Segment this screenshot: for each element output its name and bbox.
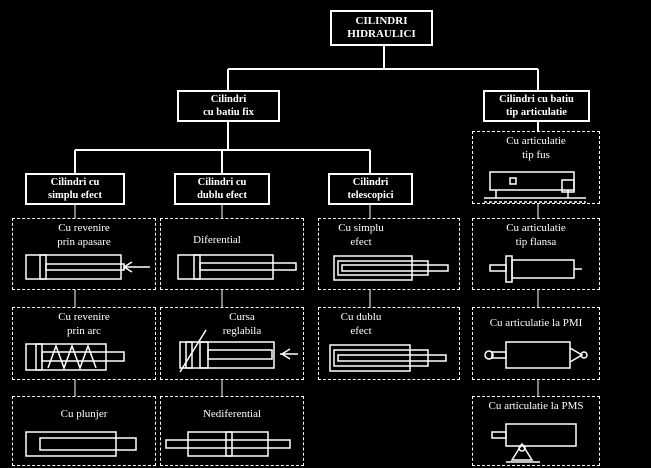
node-simplu-efect: Cilindri cu simplu efect — [25, 173, 125, 205]
node-telescopici: Cilindri telescopici — [328, 173, 413, 205]
cylinder-apasare-icon — [25, 254, 150, 280]
cylinder-nediferential-icon — [165, 431, 291, 457]
item-revenire-arc-line1: Cu revenire — [58, 311, 110, 323]
item-cursa-reglabila-line2: reglabila — [222, 325, 262, 337]
item-revenire-arc: Cu revenire prin arc — [12, 307, 156, 380]
item-cursa-reglabila: Cursa reglabila — [160, 307, 304, 380]
node-telescopici-line1: Cilindri — [352, 177, 389, 188]
item-articulatie-flansa: Cu articulatie tip flansa — [472, 218, 600, 290]
node-batiu-articulatie: Cilindri cu batiu tip articulatie — [483, 90, 590, 122]
node-batiu-fix-line2: cu batiu fix — [203, 107, 254, 118]
cylinder-articulatie-fus-icon — [484, 171, 586, 203]
item-diferential: Diferential — [160, 218, 304, 290]
item-revenire-arc-line2: prin arc — [67, 325, 101, 337]
item-diferential-line1: Diferential — [193, 234, 241, 246]
cylinder-articulatie-pms-icon — [491, 423, 577, 463]
node-dublu-efect: Cilindri cu dublu efect — [174, 173, 270, 205]
cylinder-arc-icon — [25, 343, 125, 371]
item-articulatie-fus-line2: tip fus — [522, 149, 550, 161]
item-telescop-dublu-line1: Cu dublu — [340, 311, 382, 323]
item-articulatie-pms-line1: Cu articulatie la PMS — [488, 400, 584, 412]
item-telescop-simplu-line2: efect — [350, 236, 372, 248]
node-batiu-articulatie-line2: tip articulatie — [506, 107, 567, 118]
item-articulatie-pmi-line1: Cu articulatie la PMI — [489, 317, 583, 329]
node-dublu-efect-line1: Cilindri cu — [197, 177, 247, 188]
root-line2: HIDRAULICI — [347, 28, 416, 40]
cylinder-plunjer-icon — [25, 431, 137, 457]
item-revenire-apasare: Cu revenire prin apasare — [12, 218, 156, 290]
item-nediferential: Nediferential — [160, 396, 304, 466]
item-cursa-reglabila-line1: Cursa — [229, 311, 255, 323]
cylinder-articulatie-flansa-icon — [489, 255, 582, 283]
item-nediferential-line1: Nediferential — [202, 408, 262, 420]
item-articulatie-fus: Cu articulatie tip fus — [472, 131, 600, 204]
node-batiu-articulatie-line1: Cilindri cu batiu — [499, 94, 574, 105]
node-batiu-fix-line1: Cilindri — [210, 94, 247, 105]
item-plunjer: Cu plunjer — [12, 396, 156, 466]
node-simplu-efect-line1: Cilindri cu — [50, 177, 100, 188]
item-articulatie-pmi: Cu articulatie la PMI — [472, 307, 600, 380]
node-telescopici-line2: telescopici — [347, 190, 394, 201]
node-dublu-efect-line2: dublu efect — [197, 190, 247, 201]
node-simplu-efect-line2: simplu efect — [48, 190, 102, 201]
item-articulatie-fus-line1: Cu articulatie — [506, 135, 566, 147]
item-plunjer-line1: Cu plunjer — [60, 408, 108, 420]
item-telescop-simplu: Cu simplu efect — [318, 218, 460, 290]
cylinder-cursa-reglabila-icon — [179, 329, 298, 373]
cylinder-diferential-icon — [177, 254, 297, 280]
cylinder-telescop-simplu-icon — [333, 255, 449, 281]
root-node: CILINDRI HIDRAULICI — [330, 10, 433, 46]
item-articulatie-flansa-line1: Cu articulatie — [506, 222, 566, 234]
item-revenire-apasare-line2: prin apasare — [57, 236, 111, 248]
item-telescop-dublu: Cu dublu efect — [318, 307, 460, 380]
item-telescop-simplu-line1: Cu simplu — [338, 222, 384, 234]
item-revenire-apasare-line1: Cu revenire — [58, 222, 110, 234]
item-articulatie-flansa-line2: tip flansa — [515, 236, 557, 248]
root-line1: CILINDRI — [355, 15, 408, 27]
cylinder-telescop-dublu-icon — [329, 344, 447, 372]
item-telescop-dublu-line2: efect — [350, 325, 372, 337]
cylinder-articulatie-pmi-icon — [484, 341, 588, 369]
node-batiu-fix: Cilindri cu batiu fix — [177, 90, 280, 122]
item-articulatie-pms: Cu articulatie la PMS — [472, 396, 600, 466]
